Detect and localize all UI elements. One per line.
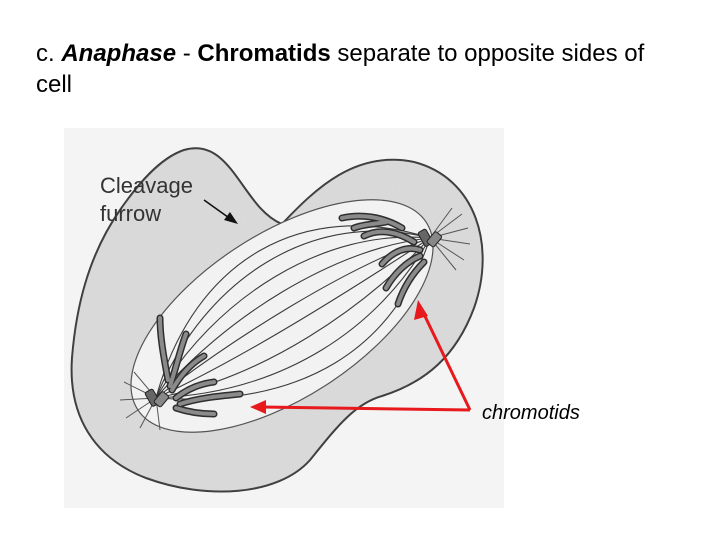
- cleavage-label-line1: Cleavage: [100, 173, 193, 198]
- title-term-chromatids: Chromatids: [197, 40, 331, 67]
- slide-title: c. Anaphase - Chromatids separate to opp…: [36, 38, 676, 100]
- cleavage-furrow-arrow: [203, 199, 238, 224]
- centriole-bottom: [144, 388, 170, 408]
- chromatid-label: chromotids: [482, 402, 580, 424]
- title-rest: separate to opposite sides of cell: [36, 40, 645, 98]
- cleavage-label-line2: furrow: [100, 201, 162, 226]
- cleavage-furrow-label: Cleavage furrow: [100, 172, 240, 228]
- title-prefix: c.: [36, 40, 62, 67]
- title-separator: -: [176, 40, 198, 67]
- centriole-top: [417, 228, 443, 248]
- chromatids-top-fill: [340, 214, 426, 306]
- chromatids-bottom-fill: [158, 316, 242, 416]
- title-term-anaphase: Anaphase: [61, 40, 177, 67]
